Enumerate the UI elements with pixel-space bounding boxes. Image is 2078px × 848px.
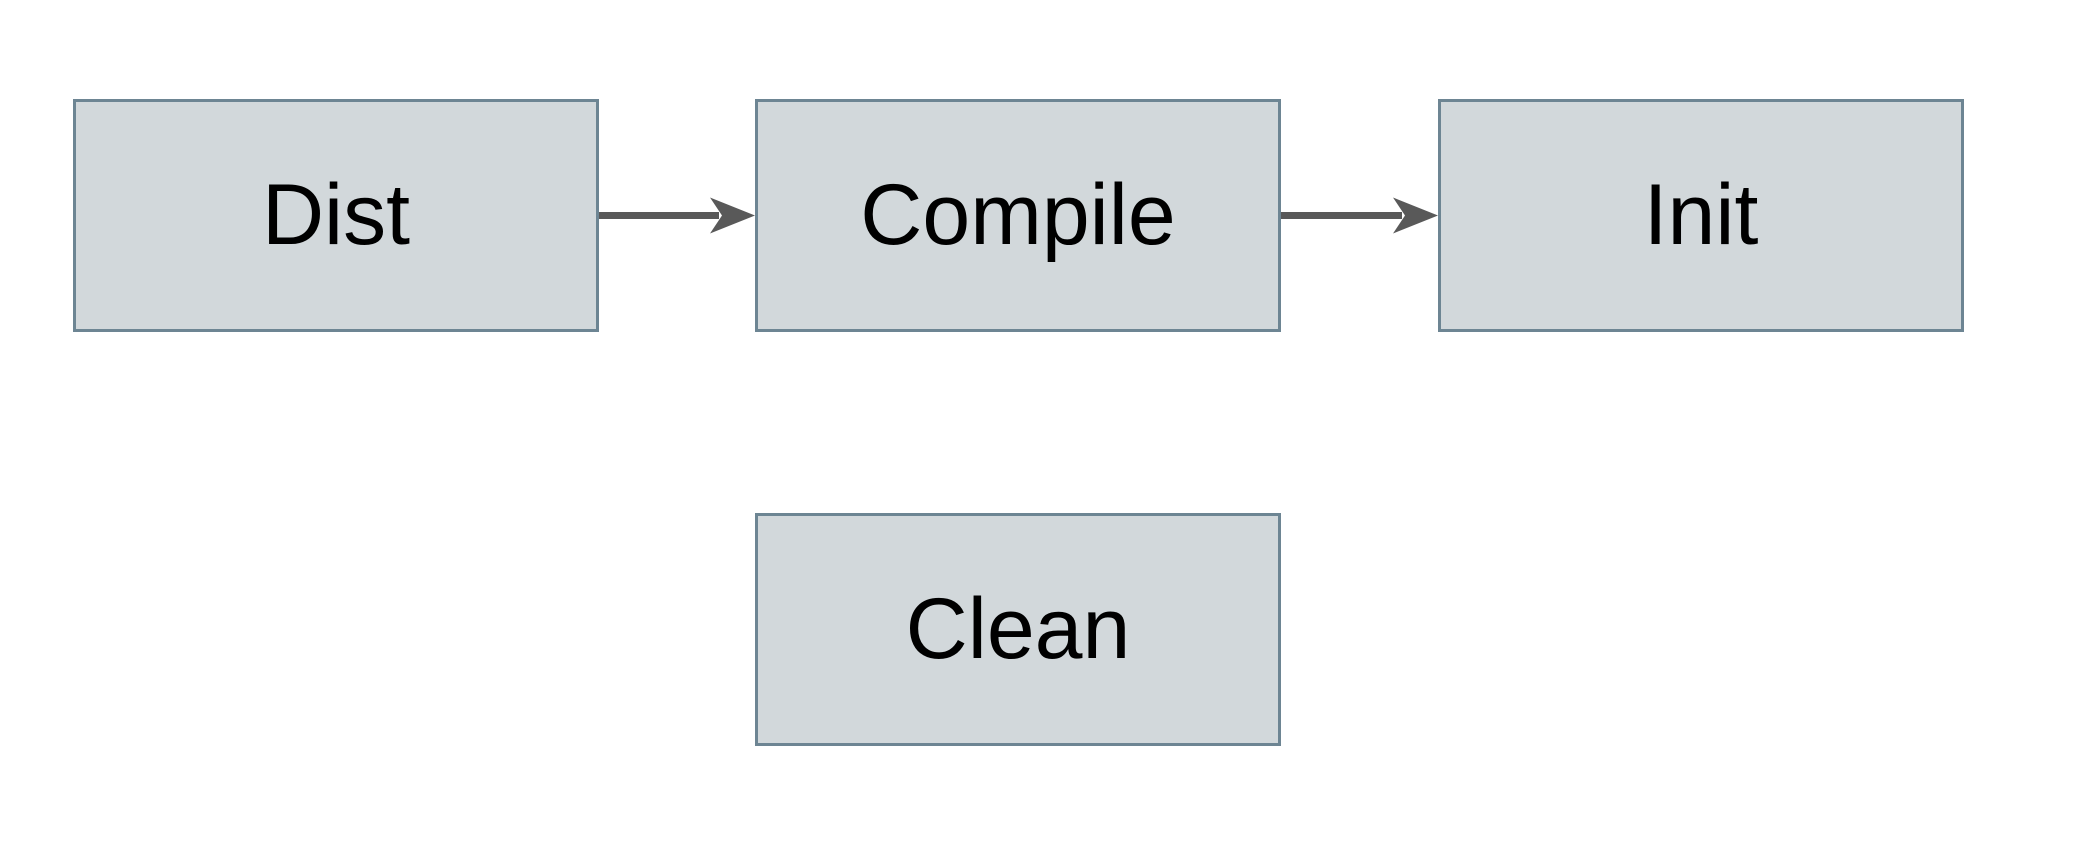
node-clean[interactable]: Clean	[755, 513, 1281, 746]
node-dist-label: Dist	[261, 167, 411, 263]
node-clean-label: Clean	[905, 581, 1131, 677]
node-dist[interactable]: Dist	[73, 99, 599, 332]
connector-dist-to-compile[interactable]	[599, 195, 755, 236]
node-compile-label: Compile	[860, 167, 1176, 263]
arrow-head-right-icon	[710, 197, 755, 234]
connector-compile-to-init[interactable]	[1281, 195, 1438, 236]
node-init[interactable]: Init	[1438, 99, 1964, 332]
node-init-label: Init	[1643, 167, 1759, 263]
node-compile[interactable]: Compile	[755, 99, 1281, 332]
arrow-head-right-icon	[1393, 197, 1438, 234]
